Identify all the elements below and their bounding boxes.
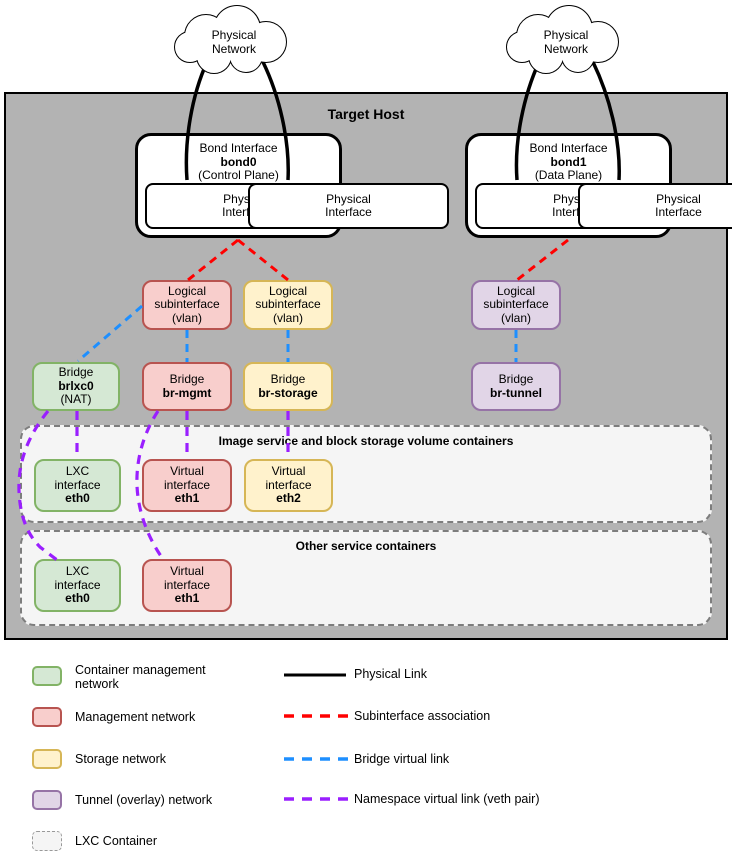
subinterface-label: Logical	[496, 283, 536, 298]
bridge-br-mgmt-node: Bridge br-mgmt	[142, 362, 232, 411]
legend-label-bridge-virtual-link: Bridge virtual link	[354, 752, 450, 766]
interface-type-label: interface	[54, 577, 101, 592]
bridge-type-label: Bridge	[58, 365, 94, 380]
bridge-br-storage-node: Bridge br-storage	[243, 362, 333, 411]
c1-virtual-eth1-node: Virtual interface eth1	[142, 459, 232, 512]
physical-interface-node: Physical Interface	[248, 183, 449, 229]
container-group-other-title: Other service containers	[295, 539, 437, 553]
container-group-other: Other service containers	[20, 530, 712, 626]
legend-label-tunnel: Tunnel (overlay) network	[75, 793, 213, 807]
cloud-right-label: Physical Network	[543, 28, 589, 56]
subinterface-storage-node: Logical subinterface (vlan)	[243, 280, 333, 330]
interface-type-label: LXC	[65, 464, 90, 479]
cloud-left-label: Physical Network	[211, 28, 257, 56]
subinterface-label: (vlan)	[171, 310, 202, 325]
namespace-virtual-link-sample	[284, 797, 348, 801]
bridge-name: brlxc0	[58, 378, 94, 393]
subinterface-label: subinterface	[154, 297, 220, 312]
bridge-br-tunnel-node: Bridge br-tunnel	[471, 362, 561, 411]
bridge-type-label: Bridge	[498, 372, 534, 386]
interface-type-label: LXC	[65, 564, 90, 579]
legend-label-subinterface-association: Subinterface association	[354, 709, 491, 723]
subinterface-label: subinterface	[483, 297, 549, 312]
legend-label-lxc-container: LXC Container	[75, 834, 157, 848]
subinterface-label: (vlan)	[500, 310, 531, 325]
container-group-image-block: Image service and block storage volume c…	[20, 425, 712, 523]
interface-type-label: interface	[54, 477, 101, 492]
interface-name: eth1	[174, 591, 200, 606]
subinterface-mgmt-node: Logical subinterface (vlan)	[142, 280, 232, 330]
target-host-title: Target Host	[327, 106, 405, 122]
c2-lxc-eth0-node: LXC interface eth0	[34, 559, 121, 612]
legend-swatch-container-mgmt	[32, 666, 62, 686]
interface-type-label: Virtual	[271, 464, 306, 479]
legend-swatch-tunnel	[32, 790, 62, 810]
legend-label-storage: Storage network	[75, 752, 167, 766]
bond1-role: (Data Plane)	[534, 168, 603, 182]
bond1-type-label: Bond Interface	[529, 141, 608, 155]
c1-virtual-eth2-node: Virtual interface eth2	[244, 459, 333, 512]
c1-lxc-eth0-node: LXC interface eth0	[34, 459, 121, 512]
bond1-node: Bond Interface bond1 (Data Plane) Physic…	[465, 133, 732, 238]
interface-name: eth0	[65, 591, 90, 606]
subinterface-label: Logical	[167, 283, 207, 298]
bridge-name: br-mgmt	[162, 385, 212, 400]
interface-type-label: interface	[265, 477, 312, 492]
bridge-type-label: Bridge	[270, 372, 306, 386]
subinterface-label: Logical	[268, 283, 308, 298]
legend-swatch-mgmt	[32, 707, 62, 727]
bridge-name: br-tunnel	[490, 385, 542, 400]
c2-virtual-eth1-node: Virtual interface eth1	[142, 559, 232, 612]
interface-type-label: interface	[163, 577, 211, 592]
bridge-virtual-link-sample	[284, 757, 348, 761]
interface-name: eth1	[174, 491, 200, 506]
interface-name: eth2	[276, 491, 301, 506]
physical-interface-label: Physical	[326, 191, 371, 206]
physical-interface-label: Interface	[655, 205, 702, 219]
bond0-name: bond0	[220, 154, 257, 169]
interface-name: eth0	[65, 491, 90, 506]
bond1-name: bond1	[550, 154, 587, 169]
bond0-type-label: Bond Interface	[199, 141, 278, 155]
legend-swatch-storage	[32, 749, 62, 769]
physical-link-sample	[284, 673, 346, 677]
legend-swatch-lxc-container	[32, 831, 62, 851]
legend-label-container-mgmt: Container management network	[75, 663, 206, 691]
subinterface-label: subinterface	[255, 297, 321, 312]
container-group-image-block-title: Image service and block storage volume c…	[218, 434, 514, 448]
physical-interface-label: Interface	[325, 205, 372, 219]
subinterface-tunnel-node: Logical subinterface (vlan)	[471, 280, 561, 330]
interface-type-label: Virtual	[170, 464, 204, 479]
interface-type-label: interface	[163, 477, 211, 492]
bridge-role: (NAT)	[60, 392, 92, 407]
bridge-name: br-storage	[258, 385, 318, 400]
legend-label-namespace-virtual-link: Namespace virtual link (veth pair)	[354, 792, 540, 806]
physical-interface-label: Physical	[656, 191, 701, 206]
legend-label-mgmt: Management network	[75, 710, 196, 724]
bridge-type-label: Bridge	[169, 372, 205, 386]
subinterface-association-sample	[284, 714, 348, 718]
subinterface-label: (vlan)	[272, 310, 303, 325]
physical-interface-node: Physical Interface	[578, 183, 732, 229]
bridge-brlxc0-node: Bridge brlxc0 (NAT)	[32, 362, 120, 411]
interface-type-label: Virtual	[170, 564, 204, 579]
legend-label-physical-link: Physical Link	[354, 667, 427, 681]
bond0-role: (Control Plane)	[198, 168, 279, 182]
bond0-node: Bond Interface bond0 (Control Plane) Phy…	[135, 133, 449, 238]
